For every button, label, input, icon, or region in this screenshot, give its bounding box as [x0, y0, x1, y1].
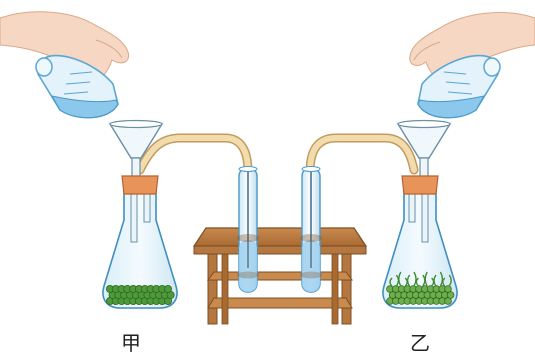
right-hand-pouring: [410, 13, 535, 118]
right-stopper: [402, 176, 438, 194]
test-tube-rack: [194, 228, 366, 324]
flask-label-left: 甲: [121, 333, 141, 353]
left-hose: [140, 138, 248, 172]
right-hose: [310, 138, 414, 172]
left-stopper: [122, 176, 158, 194]
left-flask-apparatus: [103, 121, 177, 309]
left-seeds: [106, 285, 174, 304]
sprouted-seed: [445, 286, 452, 293]
flask-label-right: 乙: [410, 333, 430, 353]
right-flask-apparatus: [383, 121, 457, 309]
pea-seed: [164, 285, 171, 292]
left-hand-pouring: [0, 12, 129, 118]
